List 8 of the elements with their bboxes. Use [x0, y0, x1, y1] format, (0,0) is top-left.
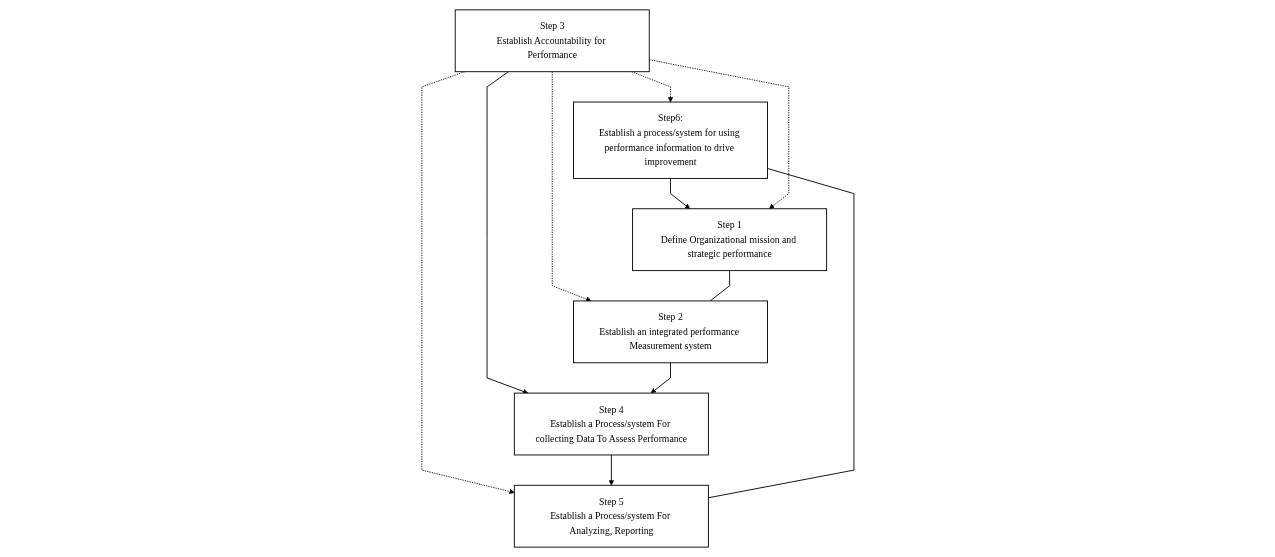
node-box: Step 5 Establish a Process/system For Analyzing, Reporting	[513, 484, 709, 548]
connector	[707, 168, 854, 499]
node-box: Step 4 Establish a Process/system For collecting Data To Assess Performance	[513, 392, 709, 456]
node-box: Step 2 Establish an integrated performance Measurement system	[572, 300, 768, 364]
connector	[709, 270, 730, 302]
node-box: Step6: Establish a process/system for using performance information to drive improvement	[572, 101, 768, 179]
node-box: Step 1 Define Organizational mission and strategic performance	[631, 208, 827, 272]
node-box: Step 3 Establish Accountability for Performance	[454, 9, 650, 73]
